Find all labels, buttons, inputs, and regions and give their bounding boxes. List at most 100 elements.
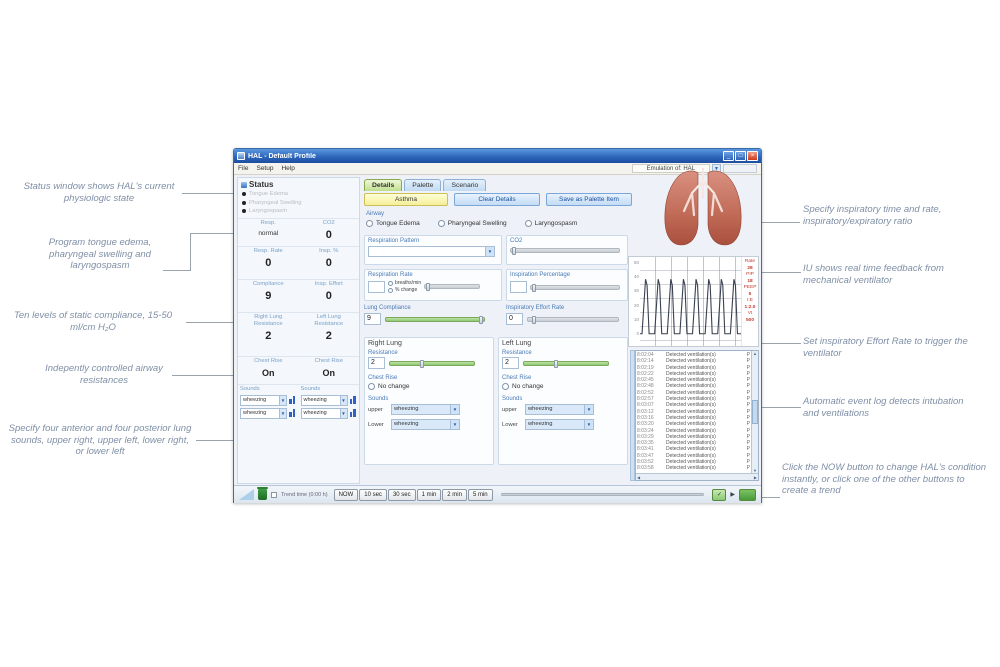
menu-setup[interactable]: Setup <box>256 165 274 172</box>
left-no-change-radio[interactable]: No change <box>502 383 624 390</box>
log-row[interactable]: 8:03:20 Detected ventilation(s) P <box>636 421 751 427</box>
sound-dropdown[interactable]: wheezing▼ <box>240 407 297 419</box>
scroll-right-icon[interactable]: ▶ <box>753 475 757 480</box>
trend-button[interactable]: 2 min <box>442 488 467 501</box>
chevron-down-icon[interactable]: ▼ <box>340 394 348 406</box>
log-row[interactable]: 8:02:57 Detected ventilation(s) P <box>636 396 751 402</box>
scroll-left-icon[interactable]: ◀ <box>637 475 641 480</box>
menu-file[interactable]: File <box>238 165 249 172</box>
radio-icon[interactable] <box>366 220 373 227</box>
log-vertical-scrollbar[interactable]: ▲ ▼ <box>751 351 758 473</box>
left-upper-sound-dropdown[interactable]: wheezing▼ <box>525 404 594 415</box>
scroll-up-icon[interactable]: ▲ <box>753 351 757 356</box>
trend-checkbox[interactable] <box>271 491 277 498</box>
log-row[interactable]: 8:02:22 Detected ventilation(s) P <box>636 371 751 377</box>
pct-change-radio[interactable]: % change <box>388 287 421 293</box>
log-row[interactable]: 8:02:14 Detected ventilation(s) P <box>636 358 751 364</box>
right-no-change-radio[interactable]: No change <box>368 383 490 390</box>
insp-effort-rate-slider[interactable] <box>527 315 619 324</box>
trend-button[interactable]: 5 min <box>467 488 493 501</box>
sound-dropdown[interactable]: wheezing▼ <box>300 407 358 419</box>
asthma-button[interactable]: Asthma <box>364 193 448 206</box>
log-row[interactable]: 8:02:45 Detected ventilation(s) P <box>636 377 751 383</box>
scroll-down-icon[interactable]: ▼ <box>753 468 757 473</box>
chevron-down-icon[interactable]: ▼ <box>585 419 594 430</box>
trend-slider[interactable] <box>500 493 705 496</box>
title-bar[interactable]: HAL - Default Profile _ □ × <box>234 149 761 163</box>
radio-icon[interactable] <box>368 383 375 390</box>
log-row[interactable]: 8:03:52 Detected ventilation(s) P <box>636 459 751 465</box>
log-row[interactable]: 8:03:58 Detected ventilation(s) P <box>636 465 751 471</box>
log-row[interactable]: 8:02:04 Detected ventilation(s) P <box>636 352 751 358</box>
chevron-down-icon[interactable]: ▼ <box>585 404 594 415</box>
log-row[interactable]: 8:03:24 Detected ventilation(s) P <box>636 428 751 434</box>
inspiration-percentage-input[interactable] <box>510 281 527 293</box>
log-row[interactable]: 8:03:07 Detected ventilation(s) P <box>636 402 751 408</box>
trend-button[interactable]: 1 min <box>416 488 442 501</box>
log-row[interactable]: 8:03:41 Detected ventilation(s) P <box>636 446 751 452</box>
sound-dropdown[interactable]: wheezing▼ <box>300 394 358 406</box>
trash-icon[interactable] <box>257 487 268 500</box>
radio-icon[interactable] <box>502 383 509 390</box>
insp-effort-rate-input[interactable]: 0 <box>506 313 523 325</box>
save-palette-item-button[interactable]: Save as Palette Item <box>546 193 632 206</box>
clear-details-button[interactable]: Clear Details <box>454 193 540 206</box>
right-resistance-input[interactable]: 2 <box>368 357 385 369</box>
chevron-down-icon[interactable]: ▼ <box>340 407 348 419</box>
radio-icon[interactable] <box>437 220 445 227</box>
right-upper-sound-dropdown[interactable]: wheezing▼ <box>391 404 460 415</box>
maximize-button[interactable]: □ <box>735 151 746 161</box>
inspiration-percentage-slider[interactable] <box>530 283 620 292</box>
tab-scenario[interactable]: Scenario <box>443 179 487 191</box>
log-row[interactable]: 8:03:29 Detected ventilation(s) P <box>636 434 751 440</box>
chevron-down-icon[interactable]: ▼ <box>280 394 287 406</box>
log-horizontal-scrollbar[interactable]: ◀ ▶ <box>636 473 758 480</box>
log-row[interactable]: 8:02:48 Detected ventilation(s) P <box>636 383 751 389</box>
trend-button[interactable]: NOW <box>333 488 359 501</box>
chevron-down-icon[interactable]: ▼ <box>486 246 495 257</box>
sound-dropdown[interactable]: wheezing▼ <box>240 394 297 406</box>
radio-icon[interactable] <box>388 287 393 293</box>
left-resistance-input[interactable]: 2 <box>502 357 519 369</box>
log-row[interactable]: 8:03:12 Detected ventilation(s) P <box>636 409 751 415</box>
log-flag: P <box>746 402 750 409</box>
airway-radio-option[interactable]: Tongue Edema <box>366 220 420 227</box>
left-resistance-slider[interactable] <box>523 359 609 368</box>
log-row[interactable]: 8:02:19 Detected ventilation(s) P <box>636 365 751 371</box>
airway-radio-option[interactable]: Pharyngeal Swelling <box>437 220 507 227</box>
left-lower-sound-dropdown[interactable]: wheezing▼ <box>525 419 594 430</box>
right-lower-sound-dropdown[interactable]: wheezing▼ <box>391 419 460 430</box>
respiration-rate-input[interactable] <box>368 280 385 293</box>
y-tick-label: 50 <box>633 260 639 265</box>
menu-help[interactable]: Help <box>281 165 295 172</box>
play-icon[interactable]: ▶ <box>730 492 735 498</box>
apply-button[interactable]: ✓ <box>712 488 727 501</box>
log-row[interactable]: 8:03:35 Detected ventilation(s) P <box>636 440 751 446</box>
breaths-min-radio[interactable]: breaths/min <box>388 280 421 286</box>
scrollbar-thumb[interactable] <box>752 400 758 424</box>
respiration-pattern-dropdown[interactable]: ▼ <box>368 246 498 257</box>
tab-details[interactable]: Details <box>364 179 403 191</box>
airway-radio-option[interactable]: Laryngospasm <box>524 220 577 227</box>
lung-compliance-input[interactable]: 9 <box>364 313 381 325</box>
chevron-down-icon[interactable]: ▼ <box>451 419 460 430</box>
run-button[interactable] <box>739 488 756 501</box>
respiration-rate-slider[interactable] <box>424 283 481 291</box>
radio-icon[interactable] <box>524 220 532 227</box>
log-flag: P <box>746 433 750 440</box>
tab-palette[interactable]: Palette <box>404 179 442 191</box>
lung-compliance-slider[interactable] <box>385 315 485 324</box>
radio-icon[interactable] <box>388 280 393 286</box>
chevron-down-icon[interactable]: ▼ <box>280 407 287 419</box>
close-button[interactable]: × <box>747 151 758 161</box>
minimize-button[interactable]: _ <box>723 151 734 161</box>
log-row[interactable]: 8:02:52 Detected ventilation(s) P <box>636 390 751 396</box>
log-row[interactable]: 8:03:47 Detected ventilation(s) P <box>636 453 751 459</box>
trend-button[interactable]: 10 sec <box>359 488 387 501</box>
trend-button[interactable]: 30 sec <box>387 488 416 501</box>
log-row[interactable]: 8:03:16 Detected ventilation(s) P <box>636 415 751 421</box>
panel-scrollbar[interactable] <box>630 350 635 481</box>
right-resistance-slider[interactable] <box>389 359 475 368</box>
co2-slider[interactable] <box>510 247 620 255</box>
chevron-down-icon[interactable]: ▼ <box>451 404 460 415</box>
